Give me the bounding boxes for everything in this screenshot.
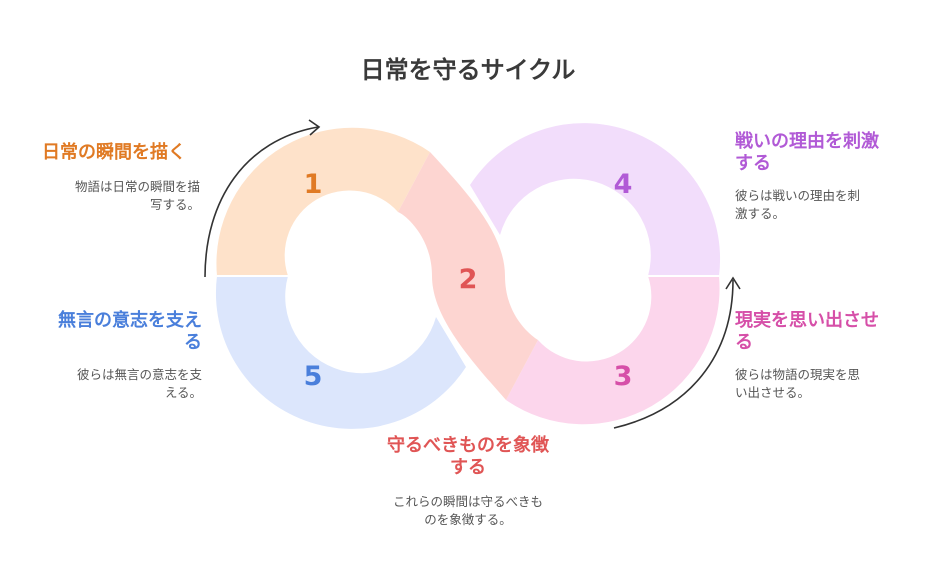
segment-4: [470, 123, 721, 277]
step-1-block: 日常の瞬間を描く 物語は日常の瞬間を描 写する。: [20, 142, 200, 214]
step-1-description: 物語は日常の瞬間を描 写する。: [74, 179, 200, 212]
right-arrow-icon: [613, 279, 734, 429]
step-4-number: 4: [614, 169, 633, 200]
right-arrowhead-icon: [725, 276, 741, 290]
step-2-number: 2: [459, 264, 478, 295]
step-4-block: 戦いの理由を刺激 する 彼らは戦いの理由を刺 激する。: [735, 131, 925, 223]
step-5-number: 5: [304, 361, 323, 392]
step-1-number: 1: [304, 169, 323, 200]
step-4-heading: 戦いの理由を刺激 する: [735, 131, 879, 174]
segment-3: [506, 276, 720, 425]
step-4-description: 彼らは戦いの理由を刺 激する。: [735, 188, 861, 221]
step-1-heading: 日常の瞬間を描く: [42, 142, 186, 163]
step-3-number: 3: [614, 361, 633, 392]
step-5-block: 無言の意志を支え る 彼らは無言の意志を支 える。: [20, 310, 202, 402]
segment-5: [215, 276, 466, 429]
segment-1: [216, 127, 430, 276]
step-2-block: 守るべきものを象徴 する これらの瞬間は守るべきも のを象徴する。: [360, 435, 576, 529]
diagram-title: 日常を守るサイクル: [360, 56, 576, 84]
step-2-description: これらの瞬間は守るべきも のを象徴する。: [392, 494, 543, 527]
step-3-description: 彼らは物語の現実を思 い出させる。: [735, 367, 861, 400]
step-5-description: 彼らは無言の意志を支 える。: [76, 367, 202, 400]
segment-2: [398, 152, 538, 400]
step-2-heading: 守るべきものを象徴 する: [387, 435, 549, 478]
step-3-heading: 現実を思い出させ る: [735, 310, 879, 353]
left-arrowhead-icon: [308, 119, 321, 136]
step-3-block: 現実を思い出させ る 彼らは物語の現実を思 い出させる。: [735, 310, 925, 402]
left-arrow-icon: [204, 126, 319, 278]
step-5-heading: 無言の意志を支え る: [58, 310, 202, 353]
